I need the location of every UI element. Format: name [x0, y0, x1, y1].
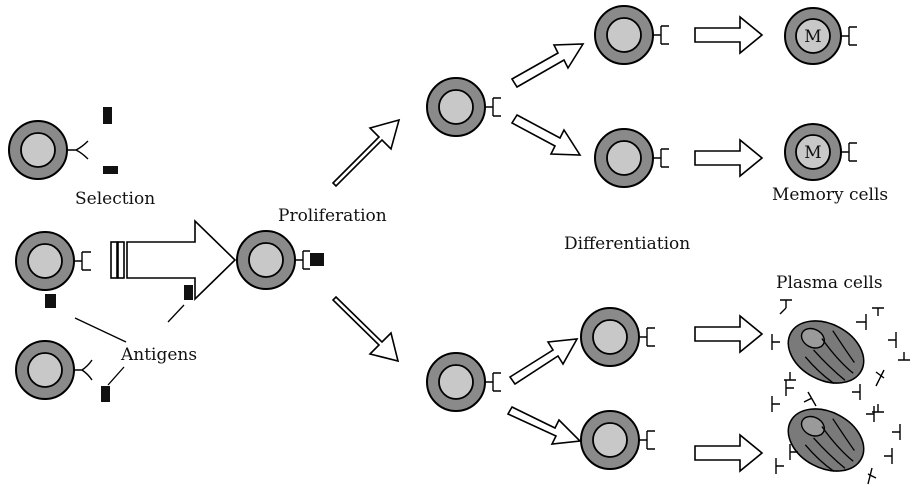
- memory-cell-2: M: [784, 123, 857, 181]
- plasma-cell-1: [787, 320, 865, 385]
- arrow-up-proliferation: [331, 118, 401, 188]
- cell-top-left: [8, 120, 89, 180]
- plasma-cell-2: [787, 408, 865, 473]
- arrow-down-proliferation: [331, 295, 400, 363]
- antigens-label: Antigens: [120, 345, 197, 365]
- antigen-top-2: [103, 166, 118, 174]
- arrow-lower-to-third: [508, 338, 579, 386]
- cell-upper-branch: [426, 77, 501, 137]
- memory-cell-1: M: [784, 7, 857, 65]
- cell-lower-branch: [426, 352, 501, 412]
- arrow-upper-to-top: [510, 43, 585, 89]
- arrow-to-memory-2: [694, 138, 764, 178]
- arrow-to-plasma-1: [694, 314, 764, 354]
- antigen-floating: [184, 285, 193, 300]
- arrow-upper-to-second: [510, 113, 582, 156]
- memory-marker-2: M: [804, 143, 821, 163]
- memory-marker-1: M: [804, 27, 821, 47]
- cell-middle-left: [15, 231, 91, 291]
- cell-top-right-1: [594, 5, 669, 65]
- selection-label: Selection: [75, 189, 155, 209]
- antigen-top-1: [103, 107, 112, 124]
- arrow-lower-to-fourth: [506, 405, 582, 445]
- antigen-bottom: [101, 386, 110, 402]
- antigens-pointer-1: [74, 317, 127, 343]
- cell-top-right-2: [594, 128, 669, 188]
- selection-arrow: [110, 219, 237, 301]
- proliferation-label: Proliferation: [278, 206, 387, 226]
- arrow-to-memory-1: [694, 15, 764, 55]
- antigens-pointer-2: [167, 304, 185, 323]
- arrow-to-plasma-2: [694, 433, 764, 473]
- differentiation-label: Differentiation: [564, 234, 690, 254]
- plasma-cells-label: Plasma cells: [776, 273, 883, 293]
- free-antibodies: [771, 299, 910, 485]
- cell-right-4: [580, 410, 655, 470]
- memory-cells-label: Memory cells: [772, 185, 888, 205]
- antigens-pointer-3: [107, 366, 125, 386]
- activated-cell: [236, 230, 324, 290]
- cell-right-3: [580, 307, 655, 367]
- antigen-mid: [45, 294, 56, 308]
- cell-bottom-left: [15, 340, 93, 400]
